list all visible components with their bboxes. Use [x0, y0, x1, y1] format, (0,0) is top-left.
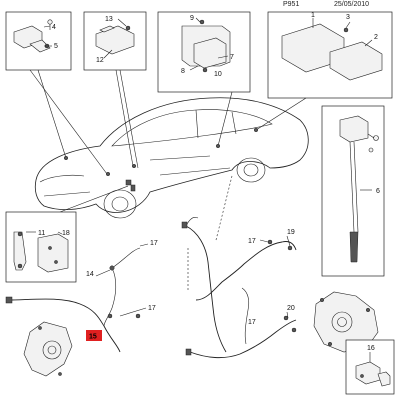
- callout-13: 13: [105, 16, 113, 23]
- callout-17-a: 17: [150, 240, 158, 247]
- callout-17-d: 17: [248, 319, 256, 326]
- vehicle-outline: [34, 97, 309, 219]
- callout-17-b: 17: [148, 305, 156, 312]
- inset-box-bracket-11-18: [5, 211, 77, 283]
- inset-box-sensor-bracket: [5, 11, 72, 71]
- callout-14: 14: [86, 271, 94, 278]
- callout-5: 5: [54, 43, 58, 50]
- callout-15-highlight: [86, 330, 102, 341]
- callout-2: 2: [374, 34, 378, 41]
- callout-8: 8: [181, 68, 185, 75]
- inset-box-control-unit: [267, 11, 393, 99]
- inset-box-sensor-16: [345, 339, 395, 395]
- inset-box-height-sensor: [321, 105, 385, 277]
- diagram-date: 25/05/2010: [334, 1, 370, 8]
- inset-box-module-12: [83, 11, 147, 71]
- callout-1: 1: [311, 12, 315, 19]
- callout-19: 19: [287, 229, 295, 236]
- callout-12: 12: [96, 57, 104, 64]
- rear-sensor-harness: [181, 175, 379, 359]
- leader-lines: [29, 69, 307, 213]
- callout-11: 11: [38, 230, 45, 237]
- callout-15: 15: [89, 334, 97, 341]
- callout-3: 3: [346, 14, 350, 21]
- callout-10: 10: [214, 71, 222, 78]
- inset-box-module-bracket: [157, 11, 251, 93]
- callout-17-c: 17: [248, 238, 256, 245]
- callout-6: 6: [376, 188, 380, 195]
- callout-16: 16: [367, 345, 375, 352]
- callout-7: 7: [230, 54, 234, 61]
- front-sensor-harness: [5, 243, 149, 377]
- callout-20: 20: [287, 305, 295, 312]
- diagram-code: P951: [283, 1, 300, 8]
- callout-9: 9: [190, 15, 194, 22]
- callout-18: 18: [62, 230, 70, 237]
- callout-4: 4: [52, 24, 56, 31]
